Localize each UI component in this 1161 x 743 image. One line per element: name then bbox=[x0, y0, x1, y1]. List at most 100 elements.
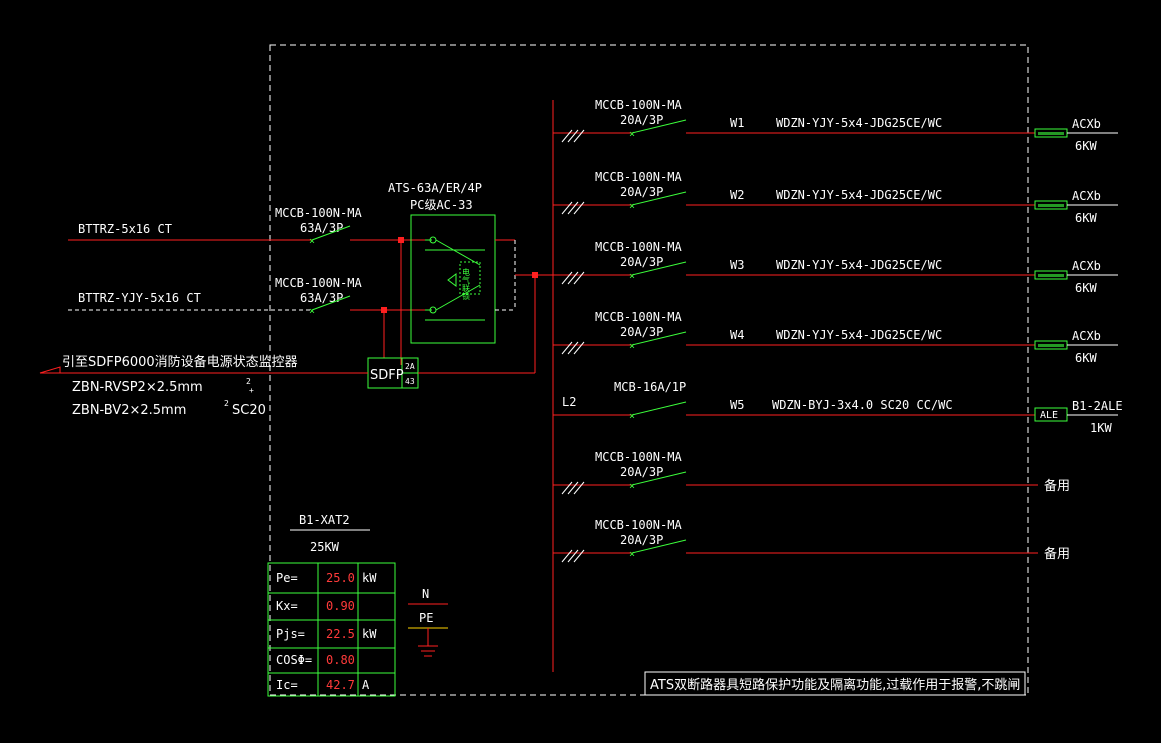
note-text: ATS双断路器具短路保护功能及隔离功能,过载作用于报警,不跳闸 bbox=[650, 677, 1020, 693]
circuit-phase-5: L2 bbox=[562, 395, 576, 409]
panel-name: B1-XAT2 bbox=[299, 513, 350, 527]
circuit-cable-2: WDZN-YJY-5x4-JDG25CE/WC bbox=[776, 188, 942, 202]
svg-text:×: × bbox=[629, 341, 635, 352]
calc-value-3: 22.5 bbox=[326, 627, 355, 641]
load-name-1: ACXb bbox=[1072, 117, 1101, 131]
calc-label-1: Pe= bbox=[276, 571, 298, 585]
spare-label-7: 备用 bbox=[1044, 546, 1070, 562]
panel-frame bbox=[269, 44, 1029, 696]
calc-label-5: Ic= bbox=[276, 678, 298, 692]
svg-text:×: × bbox=[629, 129, 635, 140]
calc-unit-5: A bbox=[362, 678, 370, 692]
circuit-breaker-2: MCCB-100N-MA bbox=[595, 170, 682, 184]
monitor-cable-2-tail: SC20 bbox=[232, 403, 266, 418]
ats-inner-label: 电气联锁 bbox=[462, 267, 471, 301]
load-power-3: 6KW bbox=[1075, 281, 1097, 295]
panel-power: 25KW bbox=[310, 540, 340, 554]
ground-symbol: N PE bbox=[408, 587, 448, 657]
load-power-2: 6KW bbox=[1075, 211, 1097, 225]
circuit-cable-1: WDZN-YJY-5x4-JDG25CE/WC bbox=[776, 116, 942, 130]
load-name-3: ACXb bbox=[1072, 259, 1101, 273]
note-box: ATS双断路器具短路保护功能及隔离功能,过载作用于报警,不跳闸 bbox=[644, 671, 1026, 696]
ats-controller: PC级AC-33 bbox=[410, 198, 473, 212]
incoming-feeder-1: BTTRZ-5x16 CT MCCB-100N-MA 63A/3P × bbox=[68, 206, 425, 365]
circuit-cable-3: WDZN-YJY-5x4-JDG25CE/WC bbox=[776, 258, 942, 272]
calc-value-1: 25.0 bbox=[326, 571, 355, 585]
circuit-breaker-5: MCB-16A/1P bbox=[614, 380, 686, 394]
monitor-cable-2-sup: 2 bbox=[224, 399, 229, 408]
monitor-cable-1: ZBN-RVSP2×2.5mm bbox=[72, 380, 203, 395]
circuit-rating-3: 20A/3P bbox=[620, 255, 663, 269]
circuit-breaker-7: MCCB-100N-MA bbox=[595, 518, 682, 532]
calc-value-2: 0.90 bbox=[326, 599, 355, 613]
sdfp-pin-a: 2A bbox=[405, 362, 415, 371]
incoming-rating-2: 63A/3P bbox=[300, 291, 343, 305]
calc-label-4: COSΦ= bbox=[276, 653, 312, 667]
circuit-breaker-3: MCCB-100N-MA bbox=[595, 240, 682, 254]
spare-label-6: 备用 bbox=[1044, 478, 1070, 494]
sdfp-pin-b: 43 bbox=[405, 377, 415, 386]
monitor-cable-1-sub: + bbox=[249, 386, 254, 395]
circuit-id-5: W5 bbox=[730, 398, 744, 412]
circuit-id-2: W2 bbox=[730, 188, 744, 202]
panel-summary: B1-XAT2 25KW bbox=[290, 513, 370, 554]
svg-text:×: × bbox=[309, 236, 315, 247]
circuit-id-1: W1 bbox=[730, 116, 744, 130]
incoming-breaker-2: MCCB-100N-MA bbox=[275, 276, 362, 290]
ats-model: ATS-63A/ER/4P bbox=[388, 181, 482, 195]
circuit-id-3: W3 bbox=[730, 258, 744, 272]
svg-text:×: × bbox=[309, 306, 315, 317]
circuit-breaker-6: MCCB-100N-MA bbox=[595, 450, 682, 464]
calc-label-2: Kx= bbox=[276, 599, 298, 613]
load-name-5: B1-2ALE bbox=[1072, 399, 1123, 413]
incoming-cable-1: BTTRZ-5x16 CT bbox=[78, 222, 172, 236]
incoming-breaker-1: MCCB-100N-MA bbox=[275, 206, 362, 220]
monitor-cable-2: ZBN-BV2×2.5mm bbox=[72, 403, 186, 418]
load-power-4: 6KW bbox=[1075, 351, 1097, 365]
svg-text:×: × bbox=[629, 271, 635, 282]
calc-unit-1: kW bbox=[362, 571, 377, 585]
incoming-cable-2: BTTRZ-YJY-5x16 CT bbox=[78, 291, 201, 305]
circuit-breaker-1: MCCB-100N-MA bbox=[595, 98, 682, 112]
svg-text:×: × bbox=[629, 201, 635, 212]
calc-value-5: 42.7 bbox=[326, 678, 355, 692]
circuit-rating-7: 20A/3P bbox=[620, 533, 663, 547]
circuit-rating-1: 20A/3P bbox=[620, 113, 663, 127]
circuit-rating-4: 20A/3P bbox=[620, 325, 663, 339]
svg-text:×: × bbox=[629, 549, 635, 560]
circuit-rating-2: 20A/3P bbox=[620, 185, 663, 199]
circuit-cable-4: WDZN-YJY-5x4-JDG25CE/WC bbox=[776, 328, 942, 342]
circuit-cable-5: WDZN-BYJ-3x4.0 SC20 CC/WC bbox=[772, 398, 953, 412]
calc-unit-3: kW bbox=[362, 627, 377, 641]
svg-text:×: × bbox=[629, 481, 635, 492]
ats-switch: ATS-63A/ER/4P PC级AC-33 电气联锁 bbox=[388, 181, 553, 373]
circuit-id-4: W4 bbox=[730, 328, 744, 342]
sdfp-module: SDFP 2A 43 bbox=[367, 357, 535, 389]
sdfp-label: SDFP bbox=[370, 368, 404, 383]
calc-label-3: Pjs= bbox=[276, 627, 305, 641]
calc-value-4: 0.80 bbox=[326, 653, 355, 667]
monitor-signal-line: 引至SDFP6000消防设备电源状态监控器 ZBN-RVSP2×2.5mm 2 … bbox=[39, 354, 368, 418]
monitor-target: 引至SDFP6000消防设备电源状态监控器 bbox=[62, 354, 298, 370]
circuit-rating-6: 20A/3P bbox=[620, 465, 663, 479]
pe-label: PE bbox=[419, 611, 433, 625]
circuit-breaker-4: MCCB-100N-MA bbox=[595, 310, 682, 324]
load-power-5: 1KW bbox=[1090, 421, 1112, 435]
monitor-cable-1-sup: 2 bbox=[246, 377, 251, 386]
load-power-1: 6KW bbox=[1075, 139, 1097, 153]
load-name-4: ACXb bbox=[1072, 329, 1101, 343]
neutral-label: N bbox=[422, 587, 429, 601]
incoming-feeder-2: BTTRZ-YJY-5x16 CT MCCB-100N-MA 63A/3P × bbox=[68, 276, 425, 358]
load-name-2: ACXb bbox=[1072, 189, 1101, 203]
ale-box-label: ALE bbox=[1040, 410, 1058, 421]
